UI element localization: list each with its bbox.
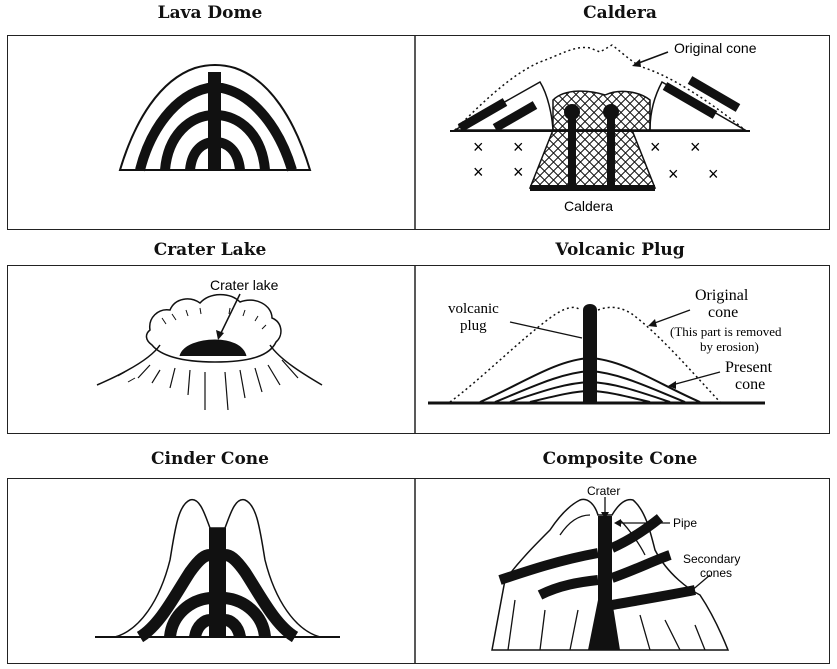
label-plug-removed-1: (This part is removed (670, 324, 782, 339)
rock-marker: × (513, 162, 524, 182)
label-caldera: Caldera (564, 198, 613, 214)
crater-lake-diagram (96, 293, 323, 411)
rock-marker: × (473, 162, 484, 182)
rock-marker: × (513, 137, 524, 157)
label-plug-plug: plug (460, 318, 487, 334)
crater-lake-arrow (219, 293, 241, 336)
label-plug-original: Original (695, 287, 749, 304)
label-plug-cone: cone (708, 304, 738, 321)
label-plug-present: Present (725, 359, 773, 376)
panel-row-2 (7, 265, 830, 434)
lava-dome-diagram (118, 64, 312, 172)
composite-cone-diagram (491, 498, 730, 651)
title-cinder-cone: Cinder Cone (151, 449, 269, 469)
label-plug-removed-2: by erosion) (700, 339, 759, 354)
label-plug-volcanic: volcanic (448, 301, 499, 317)
title-crater-lake: Crater Lake (153, 240, 267, 260)
rock-marker: × (708, 164, 719, 184)
panel-row-1 (7, 35, 830, 230)
plug-pointer (509, 321, 583, 339)
title-volcanic-plug: Volcanic Plug (555, 240, 685, 260)
rock-marker: × (650, 137, 661, 157)
label-pipe: Pipe (673, 516, 697, 530)
label-secondary: Secondary (683, 552, 740, 566)
rock-marker: × (668, 164, 679, 184)
title-lava-dome: Lava Dome (157, 3, 263, 23)
title-composite-cone: Composite Cone (542, 449, 698, 469)
caldera-diagram (450, 44, 750, 191)
label-crater-lake: Crater lake (210, 277, 279, 293)
present-cone-pointer (671, 371, 721, 386)
title-caldera: Caldera (583, 3, 657, 23)
rock-marker: × (473, 137, 484, 157)
original-cone-pointer (651, 309, 691, 325)
secondary-cones-pointer (689, 574, 711, 593)
label-crater: Crater (587, 484, 620, 498)
label-plug-present-cone: cone (735, 376, 765, 393)
volcanic-plug-diagram (428, 304, 765, 405)
label-original-cone: Original cone (674, 40, 757, 56)
rock-marker: × (690, 137, 701, 157)
panel-row-3 (7, 478, 830, 664)
original-cone-arrow (635, 51, 669, 65)
cinder-cone-diagram (95, 499, 340, 643)
label-cones: cones (700, 566, 732, 580)
